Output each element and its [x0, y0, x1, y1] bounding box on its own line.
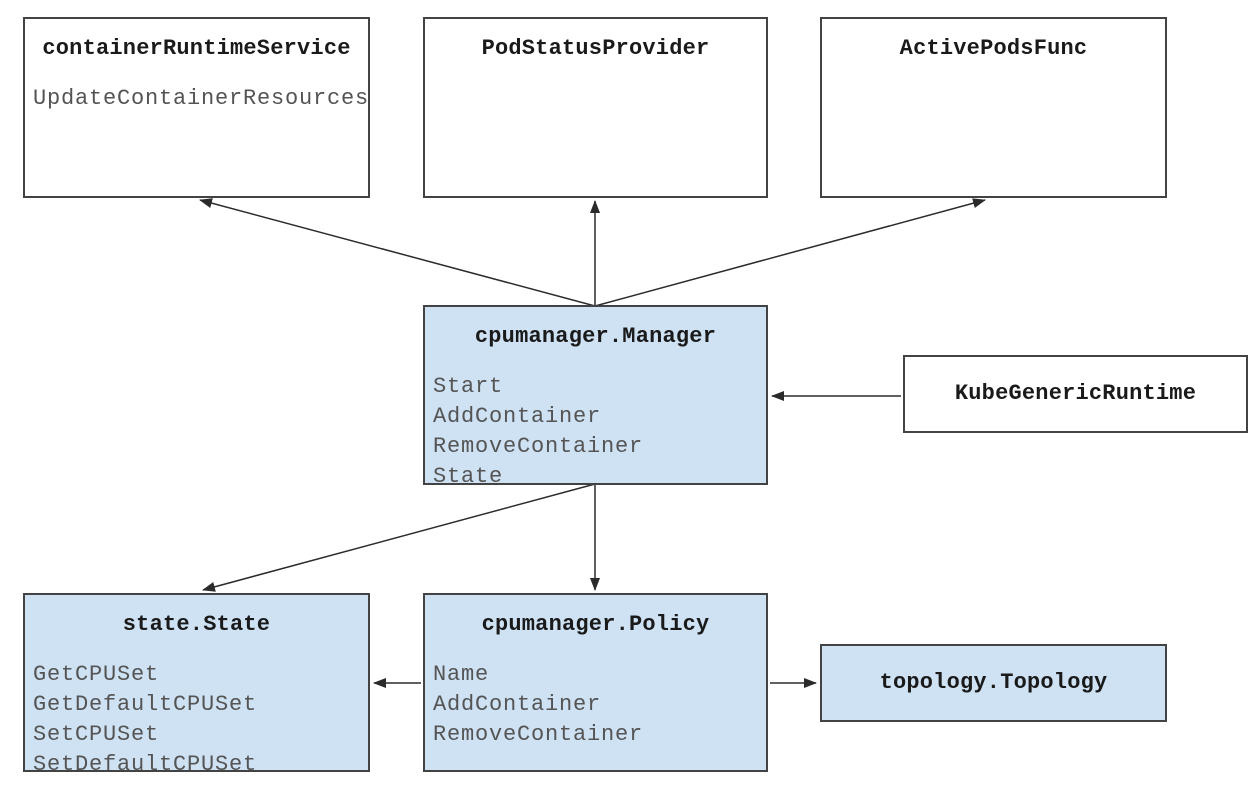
node-methods: Start AddContainer RemoveContainer State — [433, 372, 766, 492]
node-title: topology.Topology — [879, 670, 1108, 695]
edge-manager-to-state-state — [202, 483, 596, 592]
node-methods: Name AddContainer RemoveContainer — [433, 660, 766, 750]
method: GetDefaultCPUSet — [33, 692, 258, 717]
method: State — [433, 464, 504, 489]
method: SetCPUSet — [33, 722, 160, 747]
node-title: KubeGenericRuntime — [954, 381, 1197, 406]
node-title: state.State — [122, 612, 271, 637]
edge-manager-to-container-runtime-service — [199, 198, 596, 307]
node-cpumanager-manager: cpumanager.Manager Start AddContainer Re… — [423, 305, 768, 489]
node-state-state: state.State GetCPUSet GetDefaultCPUSet S… — [23, 593, 370, 777]
method: UpdateContainerResources — [33, 86, 370, 111]
node-cpumanager-policy: cpumanager.Policy Name AddContainer Remo… — [423, 593, 768, 772]
method: Start — [433, 374, 504, 399]
node-active-pods-func: ActivePodsFunc — [820, 17, 1167, 198]
node-title: cpumanager.Manager — [474, 324, 717, 349]
node-methods: UpdateContainerResources — [33, 84, 368, 114]
method: RemoveContainer — [433, 434, 644, 459]
node-kube-generic-runtime: KubeGenericRuntime — [903, 355, 1248, 433]
method: RemoveContainer — [433, 722, 644, 747]
node-container-runtime-service: containerRuntimeService UpdateContainerR… — [23, 17, 370, 198]
method: AddContainer — [433, 692, 602, 717]
node-methods: GetCPUSet GetDefaultCPUSet SetCPUSet Set… — [33, 660, 368, 780]
method: GetCPUSet — [33, 662, 160, 687]
node-topology-topology: topology.Topology — [820, 644, 1167, 722]
node-title: ActivePodsFunc — [899, 36, 1088, 61]
method: SetDefaultCPUSet — [33, 752, 258, 777]
node-title: PodStatusProvider — [481, 36, 710, 61]
method: Name — [433, 662, 490, 687]
node-title: cpumanager.Policy — [481, 612, 710, 637]
node-title: containerRuntimeService — [42, 36, 351, 61]
edge-manager-to-active-pods-func — [594, 198, 986, 307]
node-pod-status-provider: PodStatusProvider — [423, 17, 768, 198]
method: AddContainer — [433, 404, 602, 429]
